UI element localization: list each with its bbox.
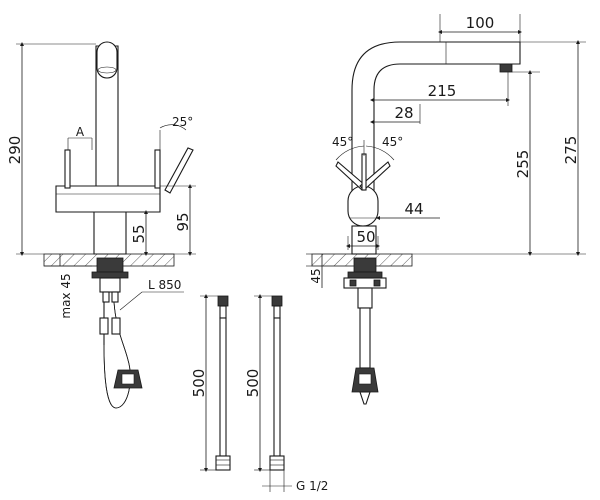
front-handle-angled	[164, 147, 194, 194]
hose-2	[273, 317, 281, 457]
thread-label: G 1/2	[296, 479, 328, 493]
dim-255-label: 255	[514, 150, 532, 179]
front-view: 290 A 25° 95 55 max 45 L 850	[6, 41, 196, 409]
side-body	[347, 185, 379, 227]
dim-95-label: 95	[174, 212, 192, 231]
dim-290-label: 290	[6, 136, 24, 165]
dim-max45-label: max 45	[59, 273, 73, 318]
hose-1-length: 500	[190, 369, 208, 398]
front-nut	[96, 257, 124, 273]
dim-100-label: 100	[466, 14, 495, 32]
front-spout-head	[96, 41, 118, 79]
dim-275-label: 275	[562, 136, 580, 165]
angle-25-label: 25°	[172, 115, 193, 129]
side-base	[351, 225, 377, 255]
hose-2-length: 500	[244, 369, 262, 398]
angle-45-right: 45°	[382, 135, 403, 149]
side-spout-tip	[499, 63, 513, 73]
side-view: 100 215 28 45° 45° 255 275 44 50	[306, 14, 586, 405]
angle-45-left: 45°	[332, 135, 353, 149]
side-hose	[359, 307, 371, 369]
dim-215-label: 215	[428, 82, 457, 100]
hose-length-label: L 850	[148, 278, 181, 292]
front-handle-right	[154, 149, 161, 189]
label-a: A	[76, 125, 85, 139]
dim-50-label: 50	[356, 228, 375, 246]
side-handle	[361, 153, 367, 191]
dim-55-label: 55	[130, 224, 148, 243]
dim-45-side-label: 45	[309, 268, 323, 283]
dim-44-label: 44	[404, 200, 423, 218]
front-base	[93, 211, 127, 255]
front-handle-left	[64, 149, 71, 189]
hoses: 500 500 G 1/2	[190, 294, 328, 493]
hose-1	[219, 317, 227, 457]
dim-28-label: 28	[394, 104, 413, 122]
